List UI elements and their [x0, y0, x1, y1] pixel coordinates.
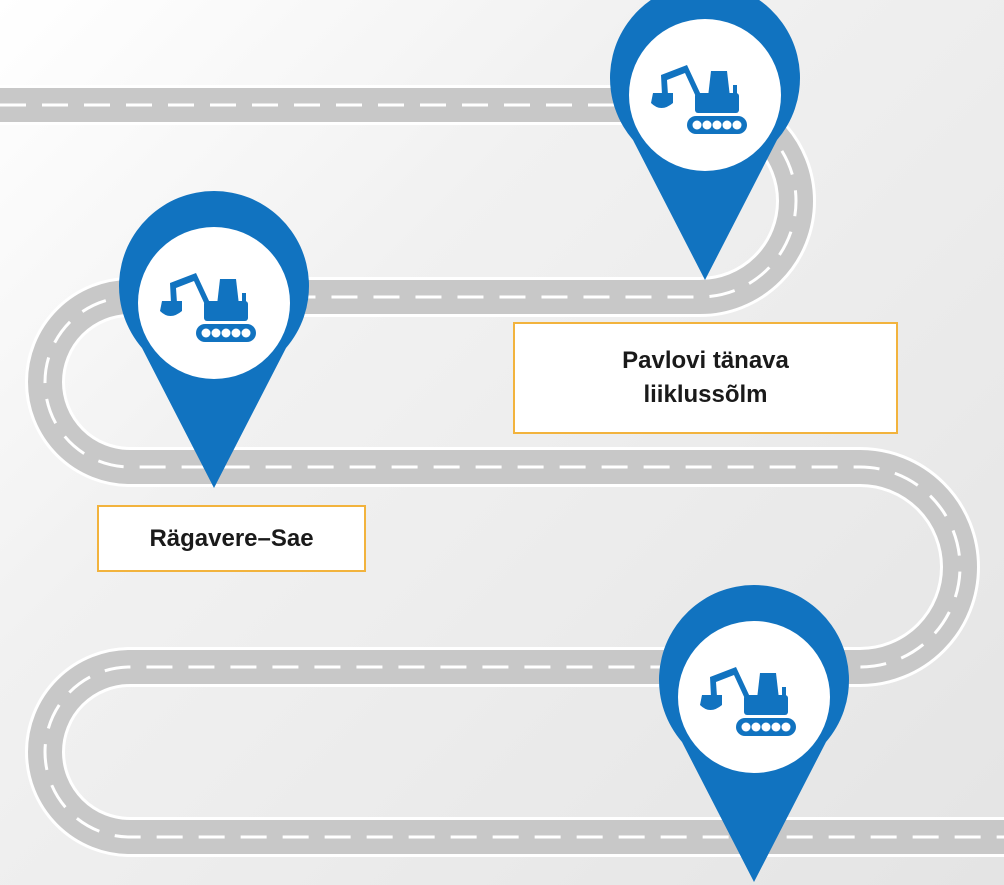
road-center-line	[0, 103, 1004, 839]
map-marker-icon	[659, 585, 849, 882]
label-pavlovi-junction: Pavlovi tänava liiklussõlm	[513, 322, 898, 434]
road-surface	[0, 88, 1004, 854]
map-marker-icon	[610, 0, 800, 280]
map-marker-icon	[119, 191, 309, 488]
excavator-icon	[700, 667, 796, 736]
excavator-icon	[160, 273, 256, 342]
label-line-1: Pavlovi tänava	[622, 347, 789, 374]
label-ragavere-sae: Rägavere–Sae	[97, 505, 366, 572]
label-line-2: liiklussõlm	[643, 381, 768, 408]
excavator-icon	[651, 65, 747, 134]
label-text: Rägavere–Sae	[149, 524, 314, 552]
